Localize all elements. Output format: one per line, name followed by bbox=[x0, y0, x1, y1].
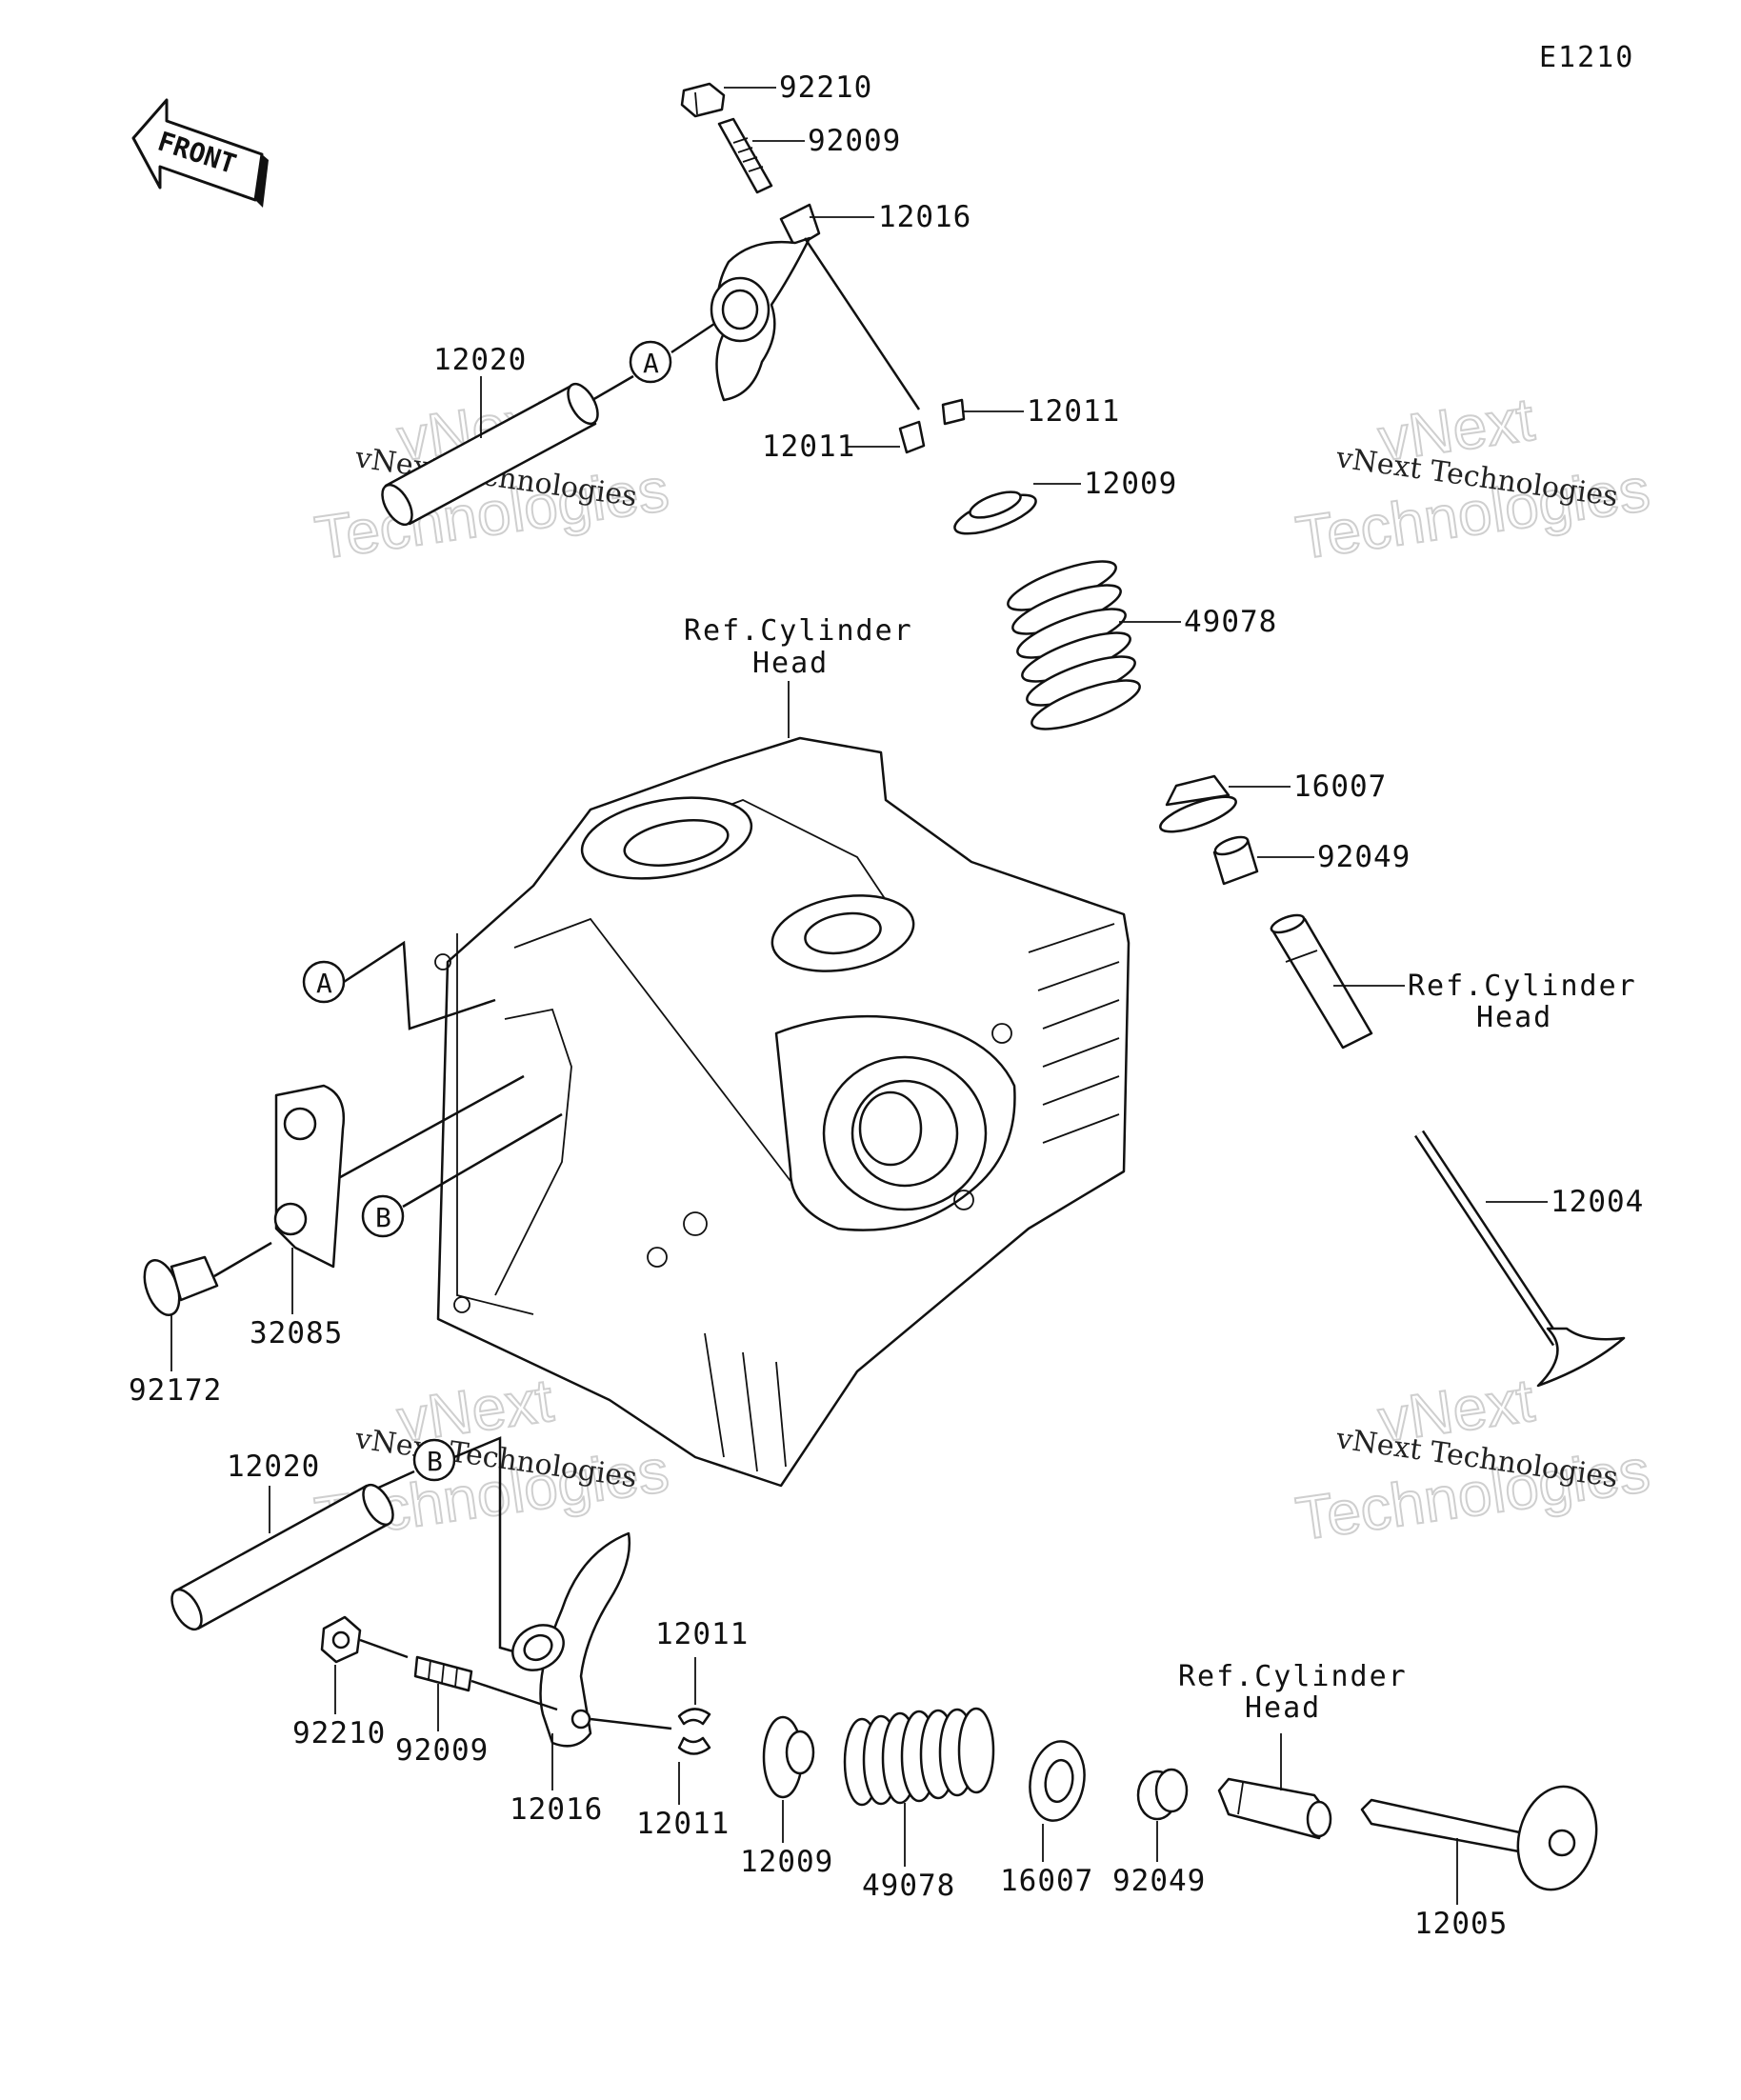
label-12004: 12004 bbox=[1551, 1185, 1644, 1219]
label-12020-lower: 12020 bbox=[227, 1450, 320, 1484]
label-92009-upper: 92009 bbox=[808, 124, 901, 158]
label-92210-upper: 92210 bbox=[779, 70, 872, 105]
callout-b-lower bbox=[412, 1438, 456, 1482]
callout-a-lower-label: A bbox=[316, 968, 332, 999]
seal-92049-upper bbox=[1212, 835, 1259, 886]
retainer-12009-upper bbox=[953, 490, 1037, 535]
ref-cylinder-head-right-line1: Ref.Cylinder bbox=[1408, 970, 1637, 1003]
label-12011-lower-top: 12011 bbox=[655, 1617, 749, 1651]
label-32085: 32085 bbox=[250, 1316, 343, 1350]
label-12016-lower: 12016 bbox=[510, 1792, 603, 1827]
spring-49078-upper bbox=[1007, 560, 1141, 730]
callout-a-upper bbox=[629, 340, 672, 384]
callout-b-left bbox=[361, 1194, 405, 1238]
label-12016-upper: 12016 bbox=[878, 200, 971, 234]
screw-92172 bbox=[143, 1255, 219, 1316]
collet-12011-upper-left bbox=[898, 420, 926, 454]
ref-cylinder-head-right-line2: Head bbox=[1476, 1001, 1552, 1034]
diagram-code: E1210 bbox=[1539, 41, 1634, 74]
seat-16007-lower bbox=[1029, 1740, 1086, 1822]
collet-12011-upper-right bbox=[941, 398, 966, 426]
label-49078-upper: 49078 bbox=[1184, 605, 1277, 639]
callout-b-left-label: B bbox=[375, 1202, 391, 1233]
callout-b-lower-label: B bbox=[427, 1446, 443, 1477]
label-12009-upper: 12009 bbox=[1084, 467, 1177, 501]
label-12009-lower: 12009 bbox=[740, 1845, 833, 1879]
label-16007-upper: 16007 bbox=[1293, 770, 1387, 804]
callout-a-upper-label: A bbox=[643, 348, 659, 379]
plate-32085 bbox=[273, 1084, 346, 1269]
label-12005: 12005 bbox=[1414, 1907, 1508, 1941]
seal-92049-lower bbox=[1136, 1768, 1189, 1821]
valve-guide-lower bbox=[1217, 1777, 1332, 1840]
ref-cylinder-head-bottom-line2: Head bbox=[1245, 1691, 1321, 1725]
valve-guide-upper bbox=[1270, 913, 1373, 1050]
collet-12011-lower-bottom bbox=[677, 1736, 711, 1755]
ref-cylinder-head-bottom-line1: Ref.Cylinder bbox=[1178, 1660, 1408, 1693]
shaft-12020-lower bbox=[170, 1483, 394, 1631]
nut-92210-upper bbox=[680, 82, 726, 118]
label-12011-lower-bottom: 12011 bbox=[636, 1807, 730, 1841]
ref-cylinder-head-top-line2: Head bbox=[752, 647, 829, 680]
spring-49078-lower bbox=[843, 1707, 995, 1807]
cylinder-head bbox=[434, 736, 1131, 1488]
label-16007-lower: 16007 bbox=[1000, 1864, 1093, 1898]
label-92210-lower: 92210 bbox=[292, 1716, 386, 1750]
valve-12005 bbox=[1360, 1785, 1598, 1891]
rocker-arm-12016-lower bbox=[511, 1531, 630, 1748]
collet-12011-lower-top bbox=[677, 1708, 711, 1726]
label-92049-lower: 92049 bbox=[1112, 1864, 1206, 1898]
seat-16007-upper bbox=[1159, 774, 1237, 833]
label-92009-lower: 92009 bbox=[395, 1733, 489, 1768]
label-92172: 92172 bbox=[129, 1373, 222, 1408]
valve-12004 bbox=[1413, 1130, 1626, 1388]
rocker-arm-12016-upper bbox=[710, 203, 821, 402]
nut-92210-lower bbox=[320, 1615, 362, 1664]
label-49078-lower: 49078 bbox=[862, 1869, 955, 1903]
ref-cylinder-head-top-line1: Ref.Cylinder bbox=[684, 614, 913, 648]
screw-92009-upper bbox=[717, 117, 773, 194]
front-arrow-icon: FRONT bbox=[131, 98, 269, 208]
screw-92009-lower bbox=[413, 1655, 473, 1692]
label-12011-upper-left: 12011 bbox=[762, 430, 855, 464]
label-12011-upper-right: 12011 bbox=[1027, 394, 1120, 429]
retainer-12009-lower bbox=[762, 1715, 815, 1799]
label-92049-upper: 92049 bbox=[1317, 840, 1411, 874]
shaft-12020-upper bbox=[381, 382, 599, 527]
label-12020-upper: 12020 bbox=[433, 343, 527, 377]
